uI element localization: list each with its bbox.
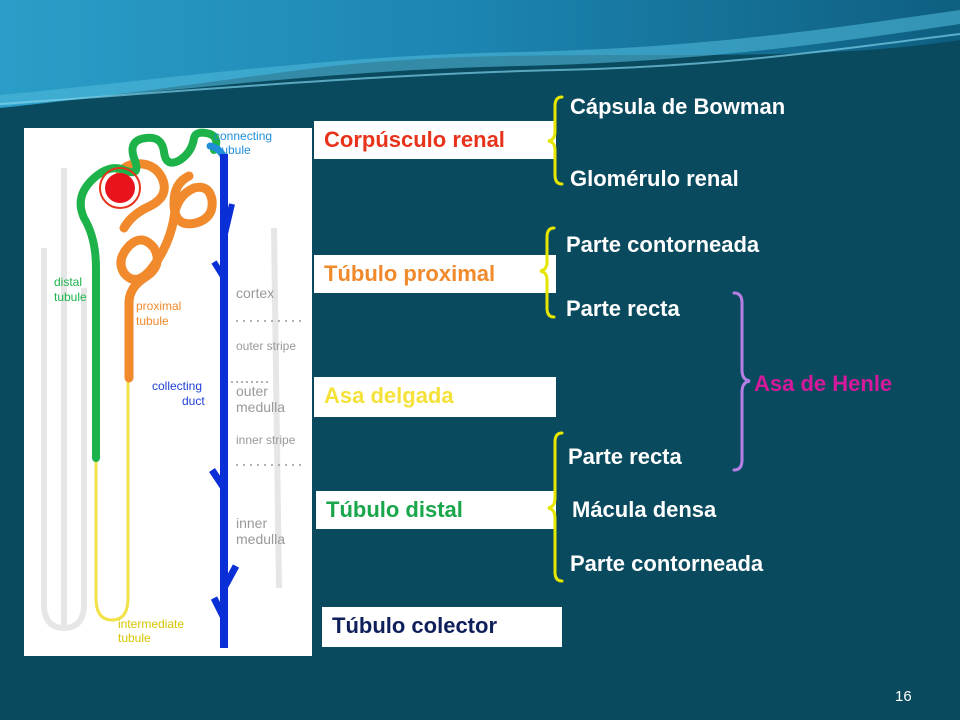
tubulo-proximal-label: Túbulo proximal — [314, 255, 556, 293]
page-number: 16 — [895, 688, 912, 705]
header-wave-decoration — [0, 0, 960, 108]
distal-recta-text: Parte recta — [568, 444, 682, 469]
proximal-tubule-segment — [116, 171, 217, 383]
proximal-recta-text: Parte recta — [566, 296, 680, 321]
proximal-contorneada-text: Parte contorneada — [566, 232, 760, 257]
tubulo-distal-label: Túbulo distal — [316, 491, 556, 529]
tubulo-colector-label: Túbulo colector — [322, 607, 562, 647]
asa-de-henle-text: Asa de Henle — [754, 371, 893, 396]
inner-stripe-label: inner stripe — [236, 433, 296, 447]
asa-delgada-label: Asa delgada — [314, 377, 556, 417]
glomerulo-renal-text: Glomérulo renal — [570, 166, 739, 191]
macula-densa-text: Mácula densa — [572, 497, 717, 522]
glomerulus-shape — [105, 173, 135, 203]
cortex-label: cortex — [236, 285, 274, 301]
distal-tubule-segment — [76, 128, 221, 462]
bowman-capsule-shape — [99, 167, 141, 209]
corpusculo-renal-label: Corpúsculo renal — [314, 121, 556, 159]
henle-bracket — [732, 291, 751, 472]
distal-contorneada-text: Parte contorneada — [570, 551, 764, 576]
capsula-bowman-text: Cápsula de Bowman — [570, 94, 786, 119]
outer-stripe-label: outer stripe — [236, 339, 296, 353]
intermediate-tubule-segment — [94, 378, 130, 622]
